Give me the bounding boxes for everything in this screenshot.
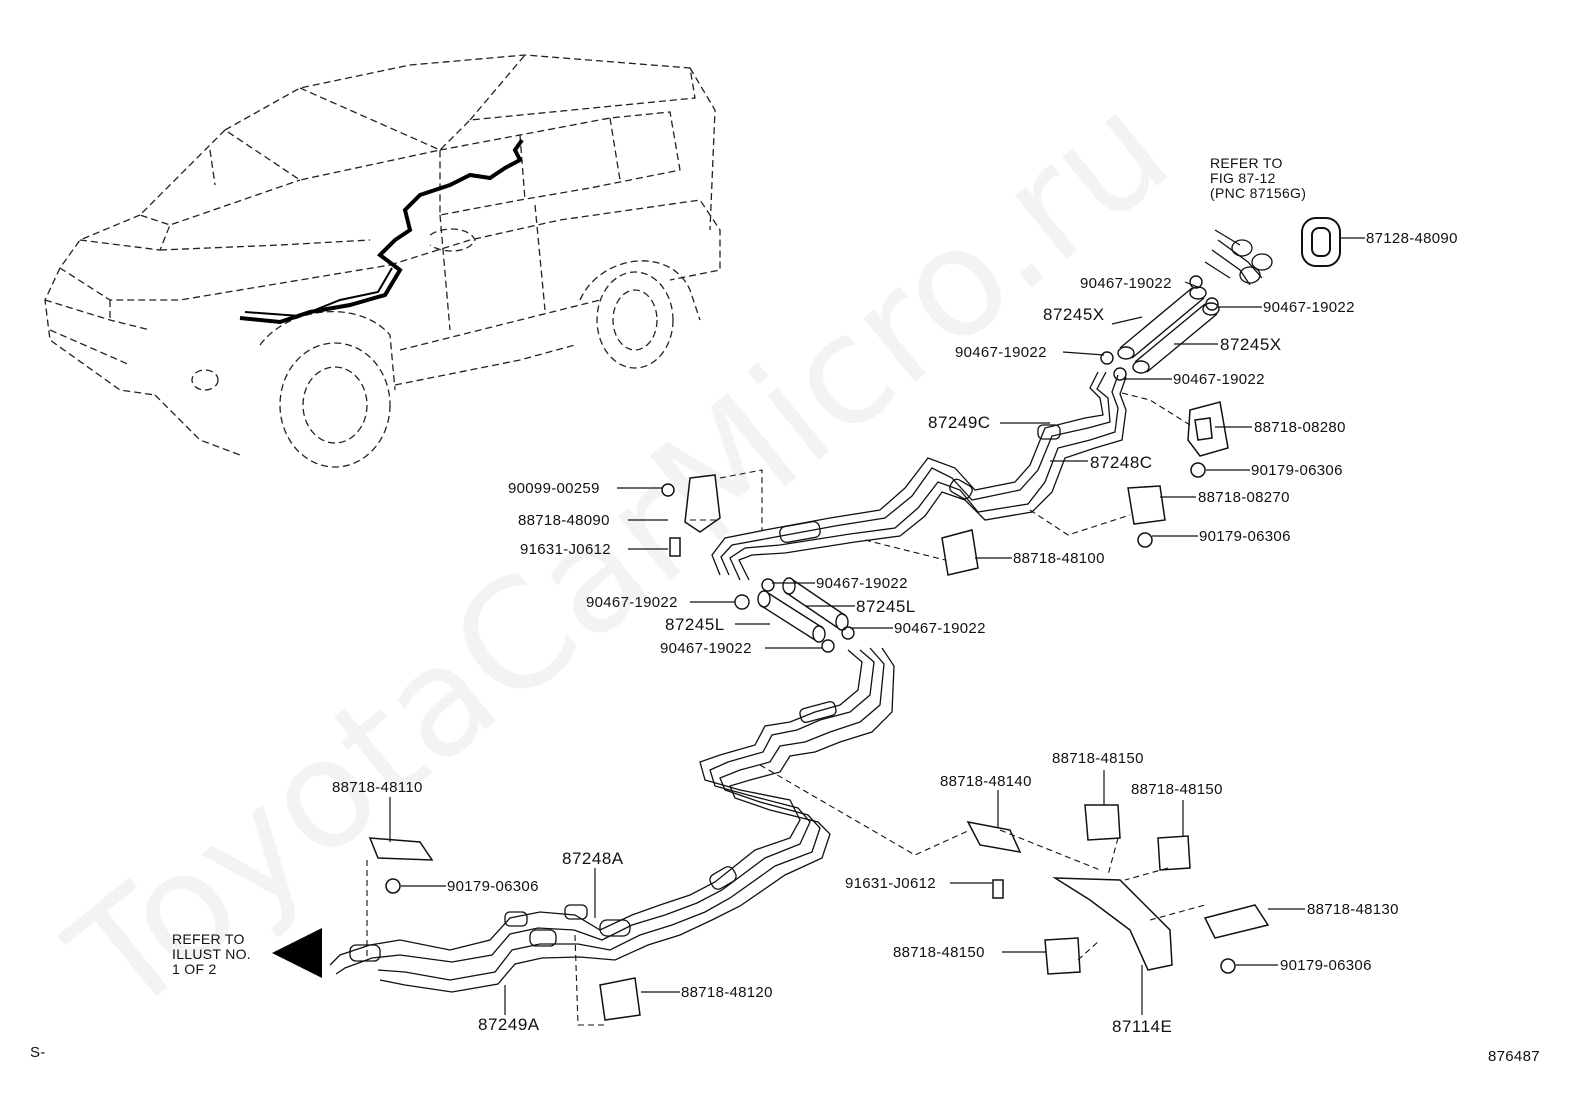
part-label-90467-19022: 90467-19022: [894, 620, 986, 637]
part-label-87245l: 87245L: [856, 597, 916, 616]
vehicle-outline: [44, 54, 721, 468]
part-label-91631-j0612: 91631-J0612: [845, 875, 936, 892]
clamps: [368, 401, 1270, 1021]
part-label-88718-48110: 88718-48110: [332, 779, 423, 796]
diagram-number: 876487: [1488, 1048, 1540, 1065]
part-label-87128-48090: 87128-48090: [1366, 230, 1458, 247]
pipe-assembly: [329, 371, 1127, 993]
part-label-90099-00259: 90099-00259: [508, 480, 600, 497]
refer-illust-line: 1 OF 2: [172, 961, 217, 977]
part-label-90179-06306: 90179-06306: [447, 878, 539, 895]
refer-fig-note: REFER TO FIG 87-12 (PNC 87156G): [1210, 156, 1306, 201]
dashed-reference-lines: [366, 391, 1206, 1026]
part-label-87114e: 87114E: [1112, 1017, 1173, 1036]
part-label-88718-48100: 88718-48100: [1013, 550, 1105, 567]
part-label-88718-48150: 88718-48150: [1131, 781, 1223, 798]
refer-illust-line: REFER TO: [172, 931, 245, 947]
part-label-87245x: 87245X: [1043, 305, 1105, 324]
part-label-90467-19022: 90467-19022: [660, 640, 752, 657]
part-label-87249c: 87249C: [928, 413, 991, 432]
vehicle-pipe-route: [239, 138, 524, 325]
hose-87245l: [734, 577, 855, 653]
part-label-90179-06306: 90179-06306: [1251, 462, 1343, 479]
part-label-88718-08280: 88718-08280: [1254, 419, 1346, 436]
part-label-88718-48120: 88718-48120: [681, 984, 773, 1001]
part-label-87249a: 87249A: [478, 1015, 540, 1034]
part-label-90467-19022: 90467-19022: [816, 575, 908, 592]
part-label-88718-48130: 88718-48130: [1307, 901, 1399, 918]
corner-code-left: S-: [30, 1044, 46, 1061]
leader-lines: [389, 237, 1365, 1015]
part-label-87248c: 87248C: [1090, 453, 1153, 472]
refer-illust-line: ILLUST NO.: [172, 946, 251, 962]
part-label-90467-19022: 90467-19022: [1080, 275, 1172, 292]
part-label-90467-19022: 90467-19022: [955, 344, 1047, 361]
part-label-87245l: 87245L: [665, 615, 725, 634]
part-label-87245x: 87245X: [1220, 335, 1282, 354]
part-label-88718-08270: 88718-08270: [1198, 489, 1290, 506]
part-label-88718-48150: 88718-48150: [893, 944, 985, 961]
refer-fig-line: FIG 87-12: [1210, 170, 1276, 186]
part-label-90467-19022: 90467-19022: [1263, 299, 1355, 316]
part-label-88718-48090: 88718-48090: [518, 512, 610, 529]
part-label-87248a: 87248A: [562, 849, 624, 868]
part-label-90467-19022: 90467-19022: [1173, 371, 1265, 388]
grommet: [1301, 217, 1341, 267]
part-label-88718-48150: 88718-48150: [1052, 750, 1144, 767]
part-label-91631-j0612: 91631-J0612: [520, 541, 611, 558]
part-label-90467-19022: 90467-19022: [586, 594, 678, 611]
part-label-90179-06306: 90179-06306: [1280, 957, 1372, 974]
part-label-90179-06306: 90179-06306: [1199, 528, 1291, 545]
refer-fig-line: (PNC 87156G): [1210, 185, 1307, 201]
fig-87-12-fittings: [1204, 229, 1273, 286]
refer-fig-line: REFER TO: [1210, 155, 1283, 171]
part-label-88718-48140: 88718-48140: [940, 773, 1032, 790]
refer-illust-note: REFER TO ILLUST NO. 1 OF 2: [172, 932, 251, 977]
